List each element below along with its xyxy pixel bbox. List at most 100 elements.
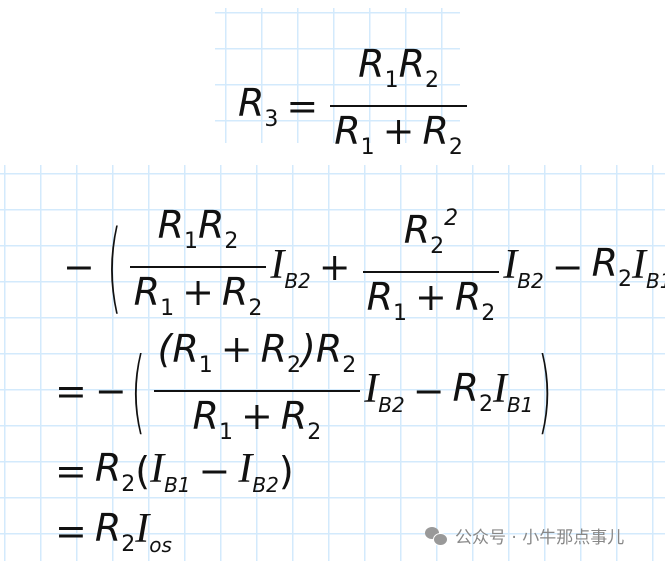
- s: I: [238, 446, 253, 492]
- s: R: [260, 327, 287, 371]
- grid-background-top: [215, 8, 460, 143]
- numerator: R1R2: [354, 40, 443, 105]
- s: R: [591, 241, 618, 285]
- s: 2: [481, 301, 496, 326]
- equals: =: [55, 369, 87, 413]
- s: R: [334, 109, 361, 153]
- denominator: R1+R2: [130, 268, 267, 333]
- minus: −: [412, 369, 445, 413]
- s: R: [452, 365, 479, 410]
- fraction-bar: [330, 105, 467, 107]
- s: 2: [121, 471, 136, 497]
- grid-background-bottom: [0, 165, 665, 561]
- symbol: R: [238, 80, 265, 125]
- fraction-2: R22 R1+R2: [362, 195, 500, 338]
- s: 2: [478, 391, 493, 417]
- watermark: 公众号 · 小牛那点事儿: [425, 523, 624, 548]
- fraction-bar: [129, 265, 267, 268]
- s: I: [150, 446, 165, 492]
- s: 1: [360, 135, 375, 160]
- right-paren: ): [537, 338, 553, 444]
- s: +: [182, 269, 214, 314]
- i-b2: IB2: [364, 365, 404, 417]
- s: 2: [307, 420, 322, 445]
- subscript: 3: [264, 106, 279, 132]
- s: B1: [164, 473, 191, 497]
- i-b2: IB2: [503, 241, 543, 293]
- r2: R2: [95, 506, 135, 557]
- numerator: R22: [400, 195, 462, 271]
- denominator: R1+R2: [330, 107, 467, 172]
- s: 1: [218, 420, 233, 445]
- left-paren: (: [106, 209, 122, 324]
- s: R: [94, 445, 122, 490]
- s: +: [220, 327, 253, 371]
- s: 1: [184, 228, 198, 254]
- s: 1: [384, 68, 399, 93]
- r2: R2: [95, 446, 135, 497]
- r2: R2: [592, 241, 632, 292]
- s: R: [403, 208, 431, 252]
- s: )R: [301, 327, 343, 371]
- s: I: [364, 366, 379, 412]
- s: B1: [645, 268, 665, 293]
- fraction: R1R2 R1+R2: [330, 40, 467, 172]
- s: I: [503, 241, 518, 288]
- s: R: [366, 275, 394, 319]
- s: 2: [444, 206, 459, 231]
- s: R: [358, 42, 385, 86]
- s: R: [280, 394, 308, 438]
- s: R: [133, 269, 161, 314]
- s: 1: [198, 353, 213, 378]
- s: 2: [287, 353, 301, 378]
- equation-line-4: = R2 Ios: [55, 505, 172, 558]
- s: R: [422, 109, 449, 153]
- s: R: [198, 202, 225, 247]
- minus: −: [94, 369, 127, 413]
- right-paren: ): [278, 449, 294, 493]
- minus: −: [63, 244, 95, 289]
- equals: =: [55, 509, 87, 553]
- s: +: [382, 109, 415, 153]
- i-os: Ios: [135, 505, 172, 557]
- s: B2: [284, 268, 311, 293]
- s: 1: [160, 295, 175, 321]
- minus: −: [551, 244, 584, 289]
- wechat-icon: [425, 526, 448, 546]
- numerator: R1R2: [154, 201, 243, 266]
- minus: −: [198, 449, 231, 493]
- i-b2: IB2: [238, 445, 278, 497]
- s: 2: [448, 135, 463, 160]
- s: R: [454, 275, 482, 319]
- watermark-text: 公众号 · 小牛那点事儿: [455, 528, 625, 548]
- s: 1: [393, 301, 408, 326]
- s: R: [398, 42, 425, 86]
- s: R: [157, 202, 184, 247]
- equals: =: [55, 449, 87, 493]
- numerator: (R1+R2)R2: [154, 325, 361, 390]
- s: +: [240, 394, 273, 438]
- s: B1: [506, 393, 534, 417]
- s: I: [270, 241, 285, 288]
- fraction-1: R1R2 R1+R2: [129, 201, 267, 333]
- fraction-bar: [153, 390, 361, 392]
- r3: R3: [238, 81, 278, 132]
- denominator: R1+R2: [363, 273, 500, 338]
- equation-r3: R3 = R1R2 R1+R2: [238, 40, 471, 172]
- i-b1: IB1: [632, 241, 665, 293]
- r2: R2: [453, 366, 493, 417]
- i-b2: IB2: [270, 241, 310, 293]
- i-b1: IB1: [150, 445, 190, 497]
- i-b1: IB1: [493, 365, 533, 417]
- fraction: (R1+R2)R2 R1+R2: [153, 325, 361, 457]
- s: 2: [617, 267, 632, 292]
- s: R: [221, 269, 249, 314]
- s: R: [94, 505, 122, 550]
- s: B2: [252, 473, 279, 497]
- s: B2: [378, 393, 405, 417]
- s: 2: [342, 353, 357, 378]
- s: 2: [424, 68, 439, 93]
- plus: +: [318, 244, 351, 289]
- denominator: R1+R2: [189, 392, 326, 457]
- s: R: [192, 394, 219, 438]
